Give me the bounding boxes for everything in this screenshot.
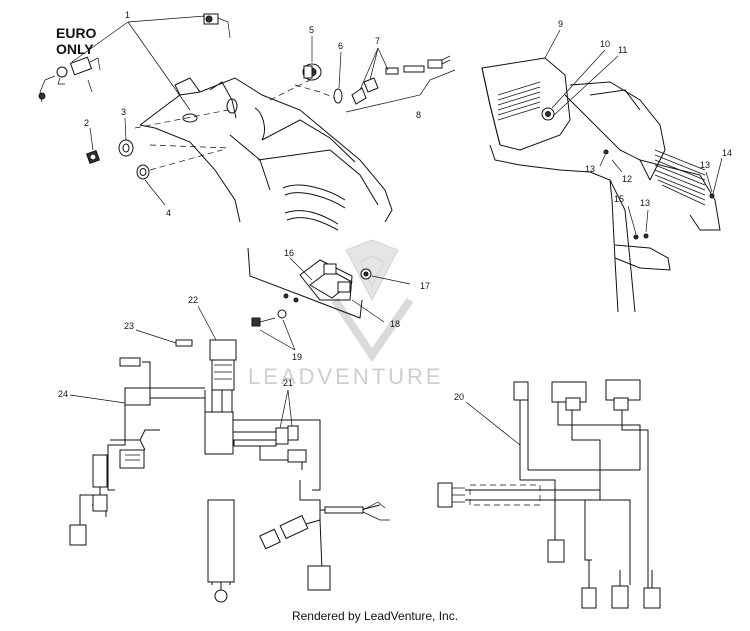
leader-21b	[287, 389, 293, 427]
leader-9	[544, 29, 561, 59]
leader-19a	[259, 329, 296, 351]
leader-7c	[377, 47, 389, 71]
plug-5-and-washer-6	[302, 63, 343, 104]
front-cab-assembly	[134, 77, 393, 231]
leader-15	[627, 205, 637, 235]
callout-19: 19	[292, 352, 302, 362]
callout-7: 7	[375, 36, 380, 46]
leader-7a	[359, 47, 379, 91]
callout-16: 16	[284, 248, 294, 258]
leader-23	[135, 329, 177, 344]
callout-11: 11	[618, 45, 627, 55]
key-switch-part	[38, 13, 231, 103]
leader-13c	[645, 209, 649, 233]
callout-14: 14	[722, 148, 732, 158]
callout-13c: 13	[640, 198, 650, 208]
callout-21: 21	[283, 378, 293, 388]
leader-14	[712, 157, 723, 195]
callout-5: 5	[309, 25, 314, 35]
callout-9: 9	[558, 19, 563, 29]
leader-3	[124, 117, 127, 141]
leader-6	[338, 51, 342, 89]
leader-22	[197, 305, 217, 341]
leader-7b	[369, 47, 379, 81]
leader-19b	[282, 319, 296, 351]
leader-10	[551, 49, 606, 109]
leader-21a	[279, 389, 289, 429]
callout-2: 2	[84, 118, 89, 128]
callout-15: 15	[614, 194, 624, 204]
callout-10: 10	[600, 39, 610, 49]
footer-credit: Rendered by LeadVenture, Inc.	[291, 609, 459, 623]
callout-3: 3	[121, 107, 126, 117]
callout-4: 4	[166, 208, 171, 218]
callout-17: 17	[420, 281, 430, 291]
callout-13a: 13	[585, 164, 595, 174]
main-wire-harness	[69, 339, 390, 603]
switch-7-8	[345, 55, 456, 113]
leader-1a	[127, 15, 206, 23]
callout-24: 24	[58, 389, 68, 399]
fasteners-2-3-4	[85, 139, 150, 180]
callout-20: 20	[454, 392, 464, 402]
callout-1: 1	[125, 10, 130, 20]
light-wire-harness	[437, 379, 661, 609]
euro-label-line2: ONLY	[56, 41, 94, 57]
callout-6: 6	[338, 41, 343, 51]
callout-13b: 13	[700, 160, 710, 170]
leader-13b	[705, 171, 713, 193]
relay-bracket-assembly	[247, 247, 372, 327]
callout-8: 8	[416, 110, 421, 120]
leader-1b	[71, 21, 129, 63]
leader-2	[89, 127, 94, 151]
callout-18: 18	[390, 319, 400, 329]
leader-17	[371, 275, 411, 285]
leader-11	[552, 55, 619, 117]
leader-4	[144, 179, 166, 206]
leader-13a	[599, 154, 606, 167]
leader-16	[289, 257, 313, 281]
leader-1c	[127, 21, 191, 111]
callout-23: 23	[124, 321, 134, 331]
callout-12: 12	[622, 174, 632, 184]
euro-label-line1: EURO	[56, 25, 97, 41]
watermark-text: LEADVENTURE	[248, 364, 444, 389]
watermark: LEADVENTURE	[248, 239, 444, 389]
leader-12	[611, 159, 623, 173]
leader-24	[69, 394, 126, 404]
callout-22: 22	[188, 295, 198, 305]
leader-18	[351, 299, 385, 323]
leader-20	[465, 401, 521, 446]
taillight-assembly	[481, 57, 721, 313]
